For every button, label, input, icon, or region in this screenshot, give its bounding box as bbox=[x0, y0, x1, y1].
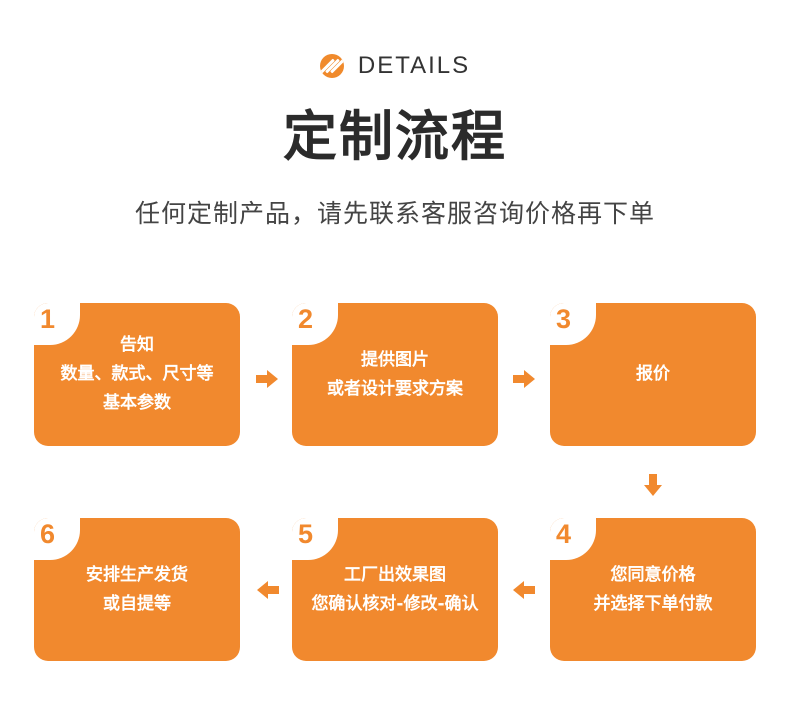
step-number: 4 bbox=[556, 519, 572, 549]
page-title: 定制流程 bbox=[283, 105, 507, 168]
step-card-5: 5 工厂出效果图 您确认核对-修改-确认 bbox=[292, 518, 498, 661]
step-text-line: 提供图片 bbox=[361, 349, 429, 370]
step-text-line: 报价 bbox=[636, 364, 670, 384]
step-card-2: 2 提供图片 或者设计要求方案 bbox=[292, 303, 498, 446]
step-text-line: 工厂出效果图 bbox=[344, 564, 446, 585]
step-text-line: 您同意价格 bbox=[610, 564, 696, 585]
step-number: 6 bbox=[40, 519, 56, 549]
step-text-line: 并选择下单付款 bbox=[593, 593, 713, 614]
step-card-1: 1 告知 数量、款式、尺寸等 基本参数 bbox=[34, 303, 240, 446]
stripes-icon bbox=[319, 54, 344, 78]
step-text-line: 或者设计要求方案 bbox=[327, 378, 463, 399]
step-text-line: 告知 bbox=[120, 335, 154, 355]
details-header: DETAILS bbox=[0, 48, 790, 84]
page-subtitle: 任何定制产品，请先联系客服咨询价格再下单 bbox=[134, 199, 655, 228]
step-number: 1 bbox=[40, 304, 56, 334]
step-card-6: 6 安排生产发货 或自提等 bbox=[34, 518, 240, 661]
step-text-line: 数量、款式、尺寸等 bbox=[60, 364, 214, 384]
step-text-line: 基本参数 bbox=[103, 393, 171, 413]
step-number: 3 bbox=[556, 304, 572, 334]
step-number: 2 bbox=[298, 304, 314, 334]
step-card-4: 4 您同意价格 并选择下单付款 bbox=[550, 518, 756, 661]
step-text-line: 或自提等 bbox=[103, 593, 171, 614]
step-number: 5 bbox=[298, 519, 314, 549]
step-card-3: 3 报价 bbox=[550, 303, 756, 446]
step-text-line: 您确认核对-修改-确认 bbox=[311, 593, 479, 614]
details-label: DETAILS bbox=[357, 52, 471, 79]
step-text-line: 安排生产发货 bbox=[86, 564, 188, 585]
